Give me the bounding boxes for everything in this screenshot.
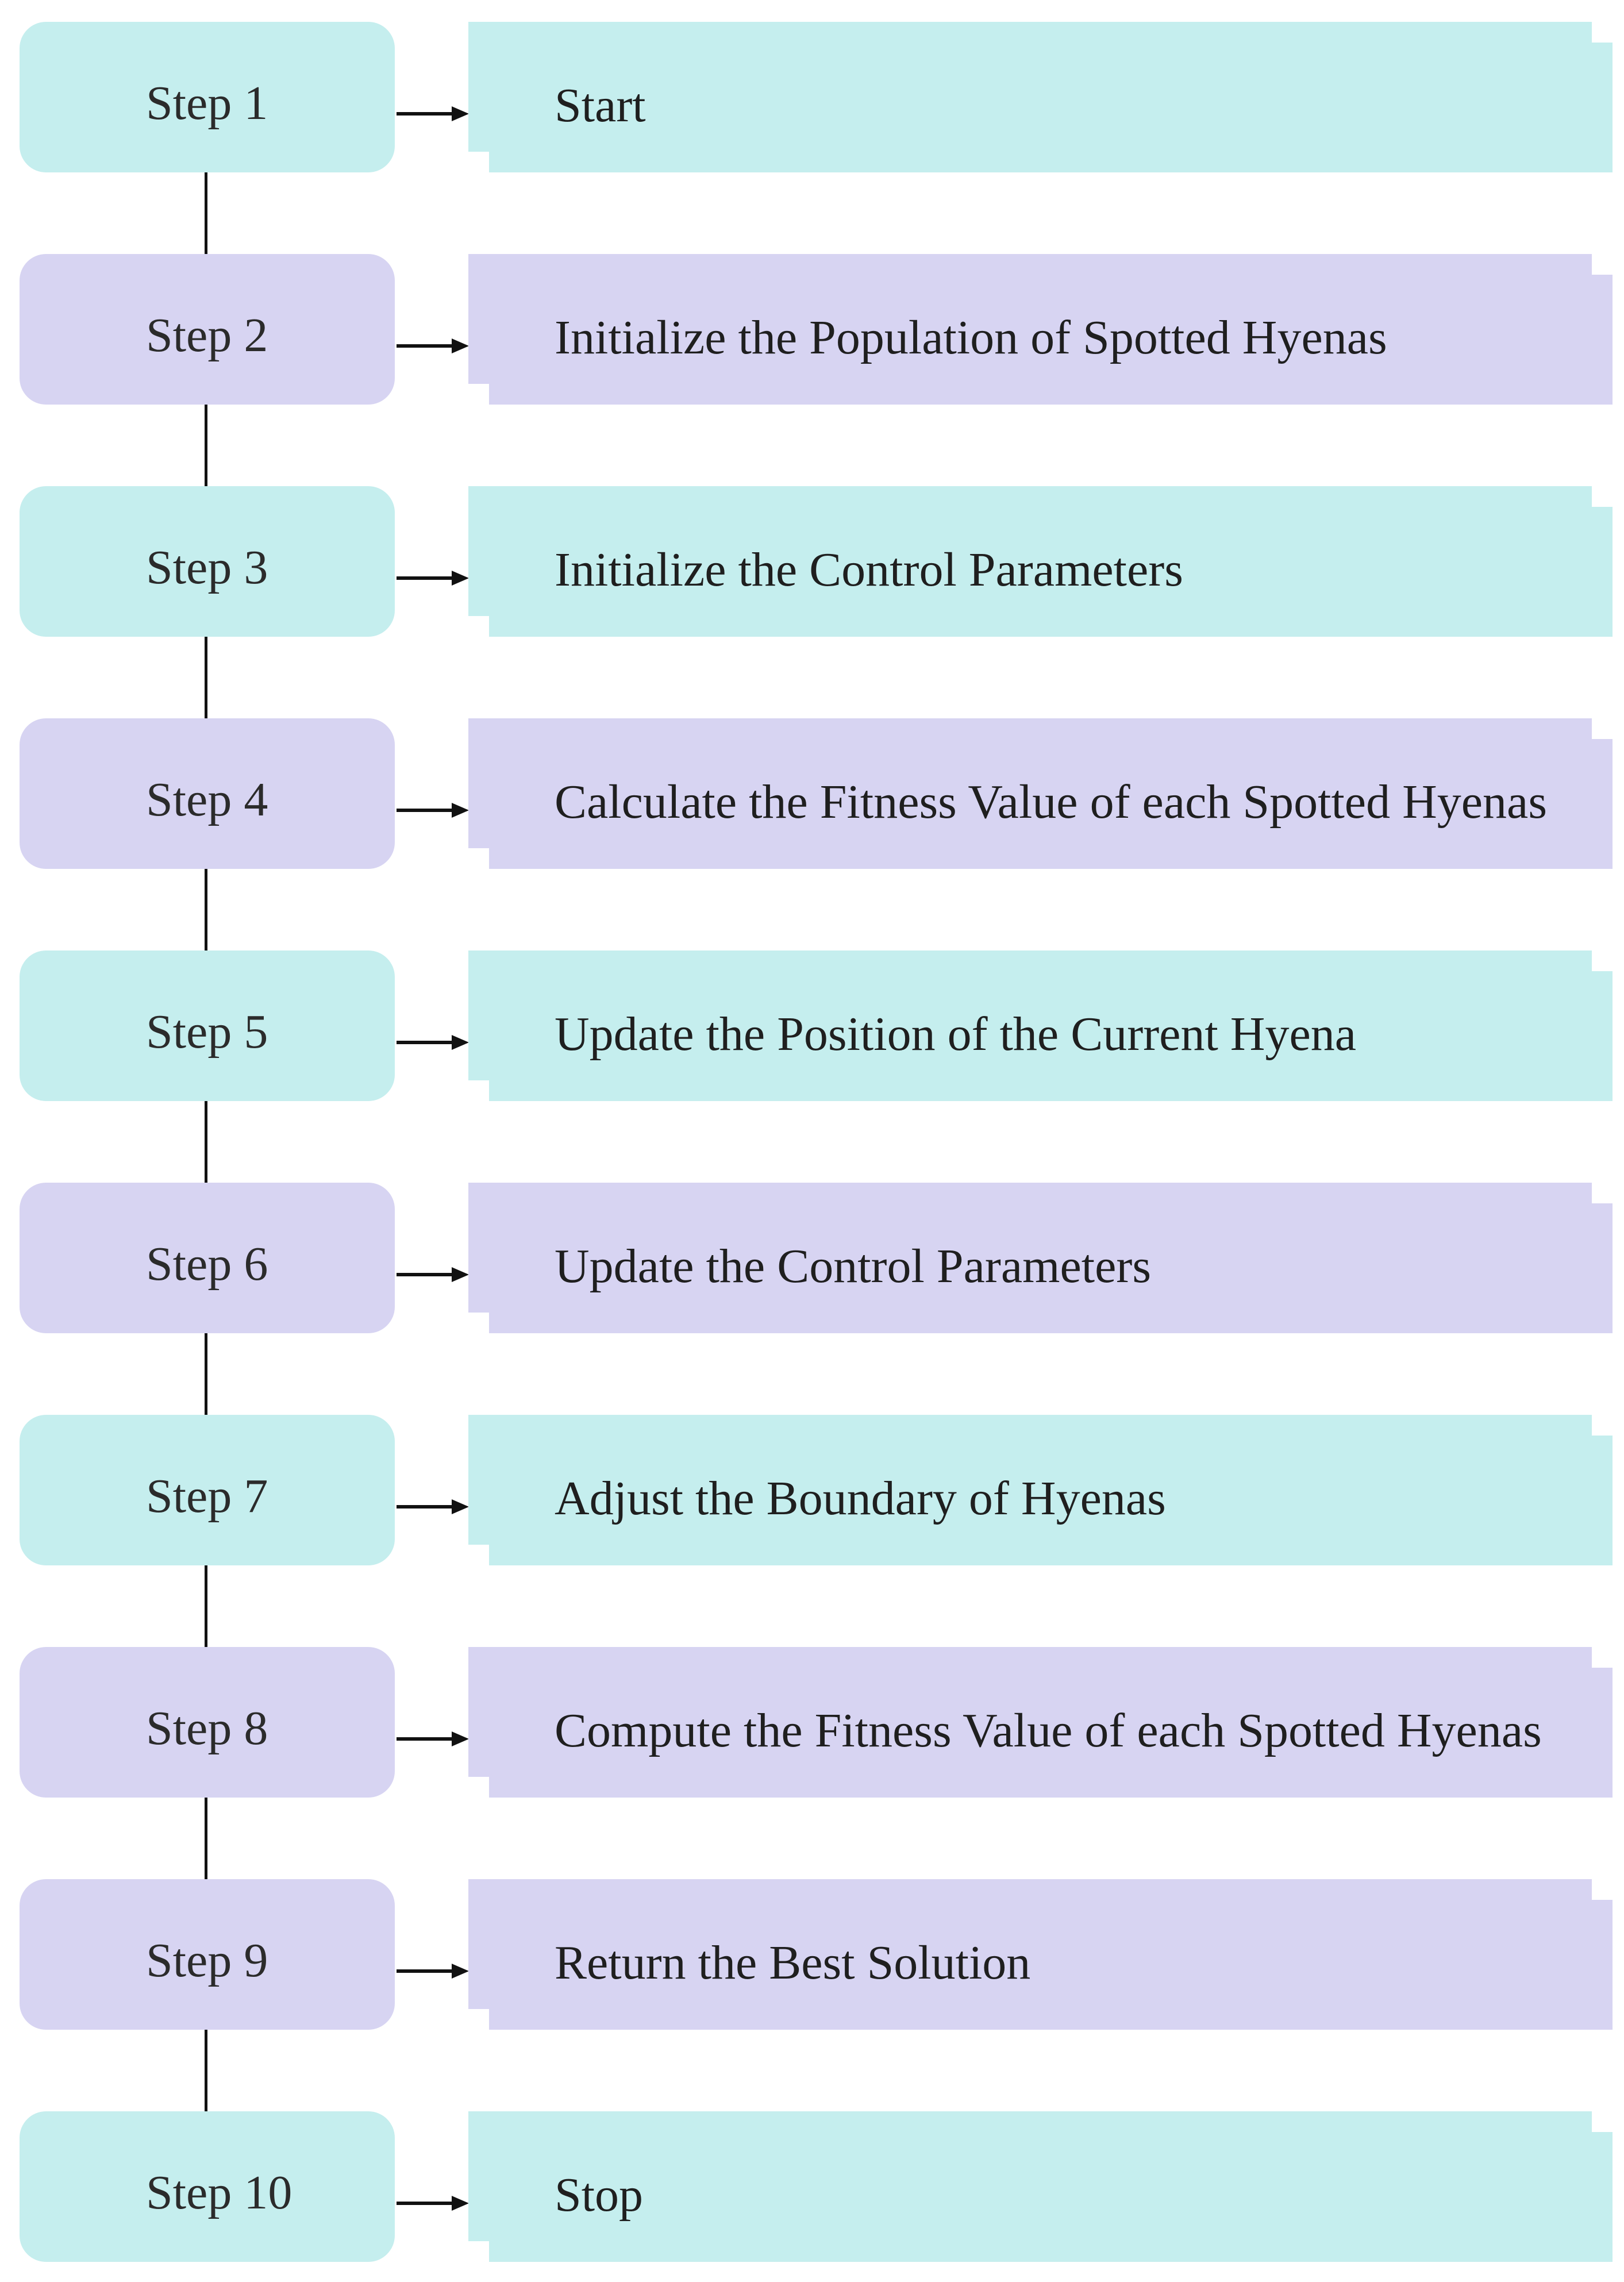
connector-9-10 — [205, 2030, 207, 2111]
right-arrow-icon — [397, 338, 469, 353]
right-arrow-icon — [397, 2196, 469, 2211]
right-arrow-icon — [397, 106, 469, 121]
action-box: Start — [468, 22, 1613, 172]
step-label: Step 5 — [146, 1005, 268, 1059]
step-label: Step 3 — [146, 541, 268, 594]
step-box: Step 10 — [20, 2111, 395, 2262]
connector-6-7 — [205, 1333, 207, 1415]
action-box: Return the Best Solution — [468, 1879, 1613, 2030]
step-box: Step 3 — [20, 486, 395, 637]
step-label: Step 7 — [146, 1469, 268, 1523]
step-box: Step 9 — [20, 1879, 395, 2030]
step-row: Step 5 Update the Position of the Curren… — [0, 950, 1624, 1101]
connector-1-2 — [205, 172, 207, 254]
action-box: Adjust the Boundary of Hyenas — [468, 1415, 1613, 1565]
action-box: Update the Position of the Current Hyena — [468, 950, 1613, 1101]
step-row: Step 3 Initialize the Control Parameters — [0, 486, 1624, 637]
action-text: Initialize the Control Parameters — [555, 543, 1183, 597]
right-arrow-icon — [397, 1035, 469, 1050]
connector-7-8 — [205, 1565, 207, 1647]
step-row: Step 7 Adjust the Boundary of Hyenas — [0, 1415, 1624, 1565]
step-label: Step 10 — [146, 2166, 293, 2219]
right-arrow-icon — [397, 571, 469, 586]
step-label: Step 4 — [146, 773, 268, 826]
step-label: Step 9 — [146, 1934, 268, 1987]
connector-2-3 — [205, 405, 207, 486]
action-text: Compute the Fitness Value of each Spotte… — [555, 1704, 1542, 1757]
step-label: Step 2 — [146, 309, 268, 362]
action-box: Initialize the Control Parameters — [468, 486, 1613, 637]
step-label: Step 8 — [146, 1702, 268, 1755]
action-text: Initialize the Population of Spotted Hye… — [555, 311, 1387, 364]
action-box: Stop — [468, 2111, 1613, 2262]
right-arrow-icon — [397, 1731, 469, 1746]
connector-8-9 — [205, 1798, 207, 1879]
step-row: Step 6 Update the Control Parameters — [0, 1183, 1624, 1333]
action-text: Update the Position of the Current Hyena — [555, 1007, 1357, 1061]
connector-3-4 — [205, 637, 207, 718]
step-row: Step 2 Initialize the Population of Spot… — [0, 254, 1624, 405]
step-label: Step 6 — [146, 1237, 268, 1291]
step-row: Step 4 Calculate the Fitness Value of ea… — [0, 718, 1624, 869]
action-box: Compute the Fitness Value of each Spotte… — [468, 1647, 1613, 1798]
step-label: Step 1 — [146, 76, 268, 130]
action-box: Calculate the Fitness Value of each Spot… — [468, 718, 1613, 869]
step-box: Step 1 — [20, 22, 395, 172]
connector-5-6 — [205, 1101, 207, 1183]
step-box: Step 4 — [20, 718, 395, 869]
action-text: Adjust the Boundary of Hyenas — [555, 1472, 1166, 1525]
step-box: Step 8 — [20, 1647, 395, 1798]
step-row: Step 8 Compute the Fitness Value of each… — [0, 1647, 1624, 1798]
action-text: Stop — [555, 2168, 644, 2222]
right-arrow-icon — [397, 803, 469, 818]
step-box: Step 5 — [20, 950, 395, 1101]
right-arrow-icon — [397, 1267, 469, 1282]
action-box: Update the Control Parameters — [468, 1183, 1613, 1333]
action-text: Calculate the Fitness Value of each Spot… — [555, 775, 1548, 829]
step-row: Step 9 Return the Best Solution — [0, 1879, 1624, 2030]
right-arrow-icon — [397, 1964, 469, 1979]
step-box: Step 7 — [20, 1415, 395, 1565]
step-box: Step 2 — [20, 254, 395, 405]
step-row: Step 1 Start — [0, 22, 1624, 172]
action-box: Initialize the Population of Spotted Hye… — [468, 254, 1613, 405]
right-arrow-icon — [397, 1499, 469, 1514]
step-box: Step 6 — [20, 1183, 395, 1333]
action-text: Return the Best Solution — [555, 1936, 1031, 1989]
step-row: Step 10 Stop — [0, 2111, 1624, 2262]
action-text: Start — [555, 79, 646, 132]
action-text: Update the Control Parameters — [555, 1240, 1152, 1293]
connector-4-5 — [205, 869, 207, 950]
